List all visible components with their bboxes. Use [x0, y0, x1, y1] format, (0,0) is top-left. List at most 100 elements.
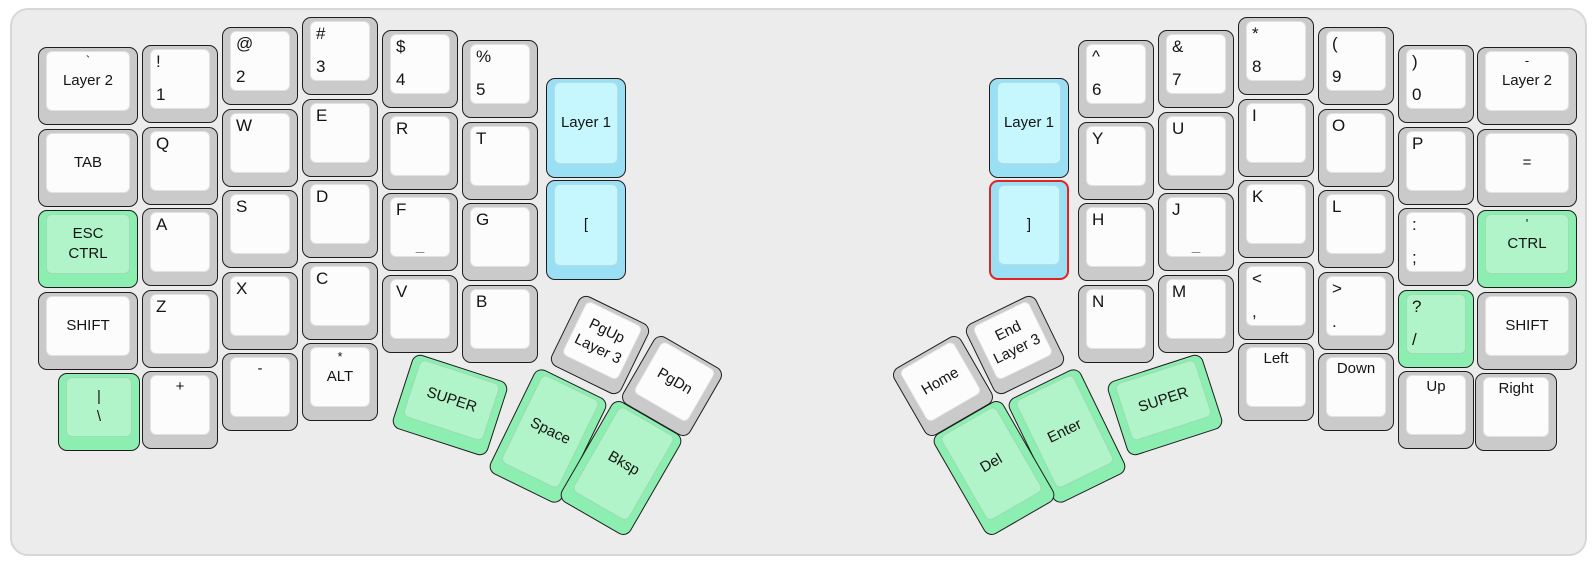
key-down-arrow[interactable]: Down	[1318, 353, 1394, 431]
keycap-top: :;	[1406, 212, 1466, 272]
key-shift-left[interactable]: SHIFT	[38, 292, 138, 370]
key-i[interactable]: I	[1238, 99, 1314, 177]
key-lbracket[interactable]: [	[546, 180, 626, 280]
key-v[interactable]: V	[382, 275, 458, 353]
key-z[interactable]: Z	[142, 290, 218, 368]
key-super-left[interactable]: SUPER	[390, 352, 510, 458]
key-gt-period[interactable]: >.	[1318, 272, 1394, 350]
key-k[interactable]: K	[1238, 180, 1314, 258]
keycap-top: P	[1406, 131, 1466, 191]
key-tab[interactable]: TAB	[38, 129, 138, 207]
key-legend: T	[476, 129, 487, 148]
keycap-top: ?/	[1406, 294, 1466, 354]
key-legend: L	[1332, 197, 1342, 216]
keycap-top: #3	[310, 21, 370, 81]
key-e[interactable]: E	[302, 99, 378, 177]
key-n[interactable]: N	[1078, 285, 1154, 363]
key-legend: .	[1332, 312, 1337, 332]
key-layer1-right[interactable]: Layer 1	[989, 78, 1069, 178]
keycap-top: Q	[150, 131, 210, 191]
key-s[interactable]: S	[222, 190, 298, 268]
key-esc-ctrl[interactable]: ESC CTRL	[38, 210, 138, 288]
key-q[interactable]: Q	[142, 127, 218, 205]
key-x[interactable]: X	[222, 272, 298, 350]
key-w[interactable]: W	[222, 109, 298, 187]
key-m[interactable]: M	[1158, 275, 1234, 353]
key-equals[interactable]: =	[1477, 129, 1577, 207]
key-t[interactable]: T	[462, 122, 538, 200]
keycap-top: SUPER	[402, 358, 501, 442]
key-dash-layer2[interactable]: -Layer 2	[1477, 47, 1577, 125]
key-legend: =	[1522, 154, 1532, 172]
key-star-alt[interactable]: *ALT	[302, 343, 378, 421]
key-o[interactable]: O	[1318, 109, 1394, 187]
key-quote-ctrl[interactable]: 'CTRL	[1477, 210, 1577, 288]
keycap-top: O	[1326, 113, 1386, 173]
key-question-slash[interactable]: ?/	[1398, 290, 1474, 368]
key-rbracket[interactable]: ]	[989, 180, 1069, 280]
key-legend: ?	[1412, 297, 1422, 316]
key-up-arrow[interactable]: Up	[1398, 371, 1474, 449]
keycap-top: %5	[470, 44, 530, 104]
keycap-top: L	[1326, 194, 1386, 254]
key-legend: $	[396, 37, 406, 56]
key-b[interactable]: B	[462, 285, 538, 363]
key-legend: Del	[977, 450, 1006, 477]
key-star-8[interactable]: *8	[1238, 17, 1314, 95]
key-legend: A	[156, 215, 168, 234]
key-right-arrow[interactable]: Right	[1475, 373, 1557, 451]
keycap-top: (9	[1326, 31, 1386, 91]
key-rparen-0[interactable]: )0	[1398, 45, 1474, 123]
key-l[interactable]: L	[1318, 190, 1394, 268]
key-p[interactable]: P	[1398, 127, 1474, 205]
key-legend: 9	[1332, 67, 1342, 87]
key-left-arrow[interactable]: Left	[1238, 343, 1314, 421]
key-legend: Space	[527, 414, 574, 449]
keycap-top: PgUp Layer 3	[561, 299, 644, 382]
key-j[interactable]: J_	[1158, 193, 1234, 271]
key-amp-7[interactable]: &7	[1158, 30, 1234, 108]
keycap-top: W	[230, 113, 290, 173]
key-u[interactable]: U	[1158, 112, 1234, 190]
key-d[interactable]: D	[302, 180, 378, 258]
key-legend: Z	[156, 297, 167, 316]
key-a[interactable]: A	[142, 208, 218, 286]
key-legend: M	[1172, 282, 1187, 301]
key-legend: PgDn	[654, 364, 696, 399]
key-lparen-9[interactable]: (9	[1318, 27, 1394, 105]
key-legend: :	[1412, 215, 1417, 234]
key-minus[interactable]: -	[222, 353, 298, 431]
key-hash-3[interactable]: #3	[302, 17, 378, 95]
key-legend: #	[316, 24, 326, 43]
key-dollar-4[interactable]: $4	[382, 30, 458, 108]
key-legend: !	[156, 52, 161, 71]
keycap-top: G	[470, 207, 530, 267]
keycap-top: V	[390, 279, 450, 339]
key-at-2[interactable]: @2	[222, 27, 298, 105]
key-colon-semi[interactable]: :;	[1398, 208, 1474, 286]
key-exclam-1[interactable]: !1	[142, 45, 218, 123]
key-c[interactable]: C	[302, 262, 378, 340]
keycap-top: Z	[150, 294, 210, 354]
key-y[interactable]: Y	[1078, 122, 1154, 200]
key-h[interactable]: H	[1078, 203, 1154, 281]
key-plus[interactable]: +	[142, 371, 218, 449]
key-legend: TAB	[73, 154, 103, 172]
keycap-top: Right	[1483, 377, 1549, 437]
key-g[interactable]: G	[462, 203, 538, 281]
key-f[interactable]: F_	[382, 193, 458, 271]
key-layer1-left[interactable]: Layer 1	[546, 78, 626, 178]
keycap-top: ]	[998, 185, 1060, 265]
key-lt-comma[interactable]: <,	[1238, 262, 1314, 340]
key-caret-6[interactable]: ^6	[1078, 40, 1154, 118]
key-super-right[interactable]: SUPER	[1105, 352, 1225, 458]
key-shift-right[interactable]: SHIFT	[1477, 292, 1577, 370]
key-r[interactable]: R	[382, 112, 458, 190]
key-percent-5[interactable]: %5	[462, 40, 538, 118]
keycap-top: R	[390, 116, 450, 176]
keycap-top: J_	[1166, 197, 1226, 257]
key-grave-layer2[interactable]: `Layer 2	[38, 47, 138, 125]
keycap-top: Y	[1086, 126, 1146, 186]
key-pipe-backslash[interactable]: | \	[58, 373, 140, 451]
